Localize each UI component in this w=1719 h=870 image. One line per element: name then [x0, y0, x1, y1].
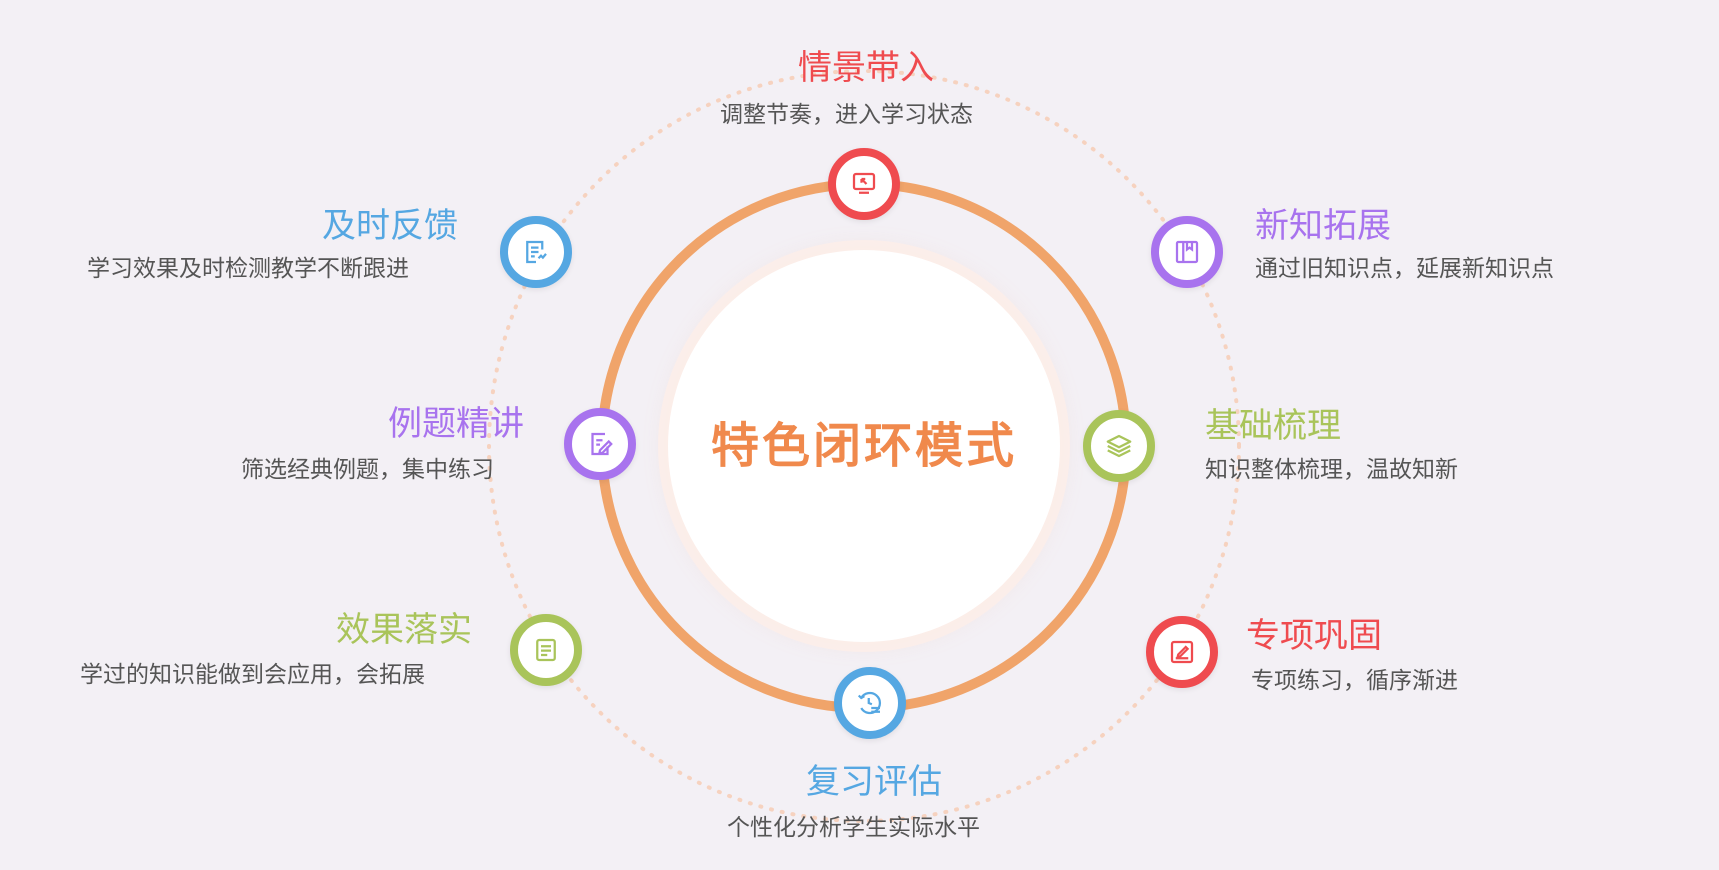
layers-icon	[1106, 434, 1132, 458]
report-icon	[526, 240, 547, 264]
center-disk	[668, 250, 1060, 642]
step-title: 复习评估	[806, 762, 942, 802]
step-title: 新知拓展	[1255, 206, 1391, 246]
document-icon	[536, 638, 556, 662]
step-desc: 调整节奏，进入学习状态	[720, 102, 973, 128]
step-title: 基础梳理	[1205, 406, 1341, 446]
screen-arrow-icon	[852, 172, 876, 194]
step-title: 及时反馈	[322, 206, 458, 246]
step-node-implementation[interactable]	[510, 614, 582, 686]
step-desc: 知识整体梳理，温故知新	[1205, 457, 1458, 483]
doc-pen-icon	[591, 432, 613, 456]
step-desc: 学习效果及时检测教学不断跟进	[87, 256, 409, 282]
step-node-examples[interactable]	[564, 408, 636, 480]
center-title: 特色闭环模式	[710, 418, 1017, 474]
step-title: 例题精讲	[388, 404, 524, 444]
step-node-consolidation[interactable]	[1146, 616, 1218, 688]
step-node-basics[interactable]	[1083, 410, 1155, 482]
step-desc: 学过的知识能做到会应用，会拓展	[80, 662, 425, 688]
edit-note-icon	[1170, 640, 1194, 664]
step-node-situation[interactable]	[828, 148, 900, 220]
step-desc: 个性化分析学生实际水平	[727, 815, 980, 841]
outer-dotted-ring	[487, 69, 1241, 823]
step-title: 情景带入	[798, 48, 934, 88]
book-icon	[1175, 240, 1199, 264]
step-desc: 专项练习，循序渐进	[1251, 668, 1458, 694]
step-desc: 筛选经典例题，集中练习	[241, 457, 494, 483]
step-title: 专项巩固	[1246, 616, 1382, 656]
step-node-new-knowledge[interactable]	[1151, 216, 1223, 288]
step-node-review[interactable]	[834, 667, 906, 739]
history-list-icon	[857, 691, 882, 715]
step-node-feedback[interactable]	[500, 216, 572, 288]
step-title: 效果落实	[336, 610, 472, 650]
step-desc: 通过旧知识点，延展新知识点	[1255, 256, 1554, 282]
